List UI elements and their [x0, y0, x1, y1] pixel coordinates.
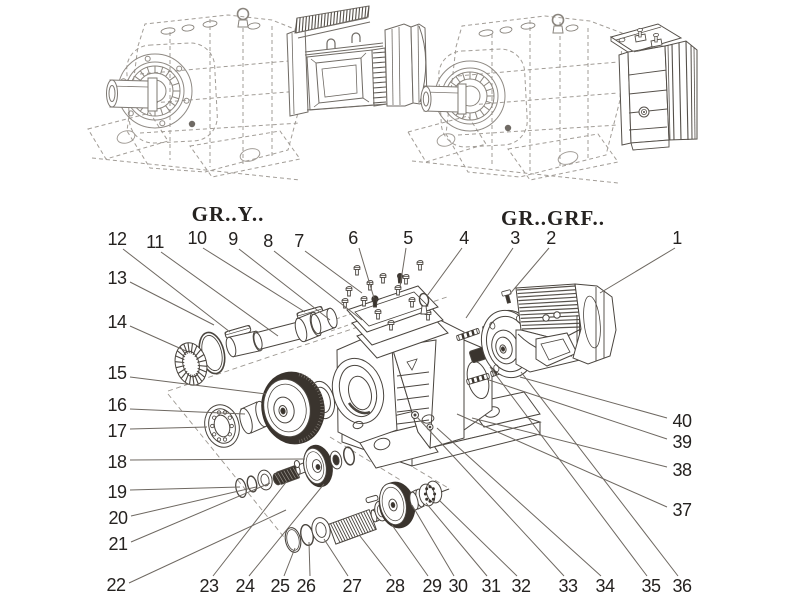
svg-text:19: 19 — [107, 482, 127, 502]
svg-text:8: 8 — [263, 231, 273, 251]
svg-text:21: 21 — [108, 534, 128, 554]
svg-text:GR..Y..: GR..Y.. — [192, 202, 265, 226]
svg-text:37: 37 — [672, 500, 692, 520]
svg-text:28: 28 — [385, 576, 405, 596]
svg-text:2: 2 — [546, 228, 556, 248]
svg-text:7: 7 — [294, 231, 304, 251]
svg-text:14: 14 — [107, 312, 127, 332]
svg-text:17: 17 — [107, 421, 127, 441]
svg-text:34: 34 — [595, 576, 615, 596]
svg-text:36: 36 — [672, 576, 692, 596]
svg-text:31: 31 — [481, 576, 501, 596]
svg-text:12: 12 — [107, 229, 127, 249]
svg-text:1: 1 — [672, 228, 682, 248]
svg-text:29: 29 — [422, 576, 442, 596]
svg-text:26: 26 — [296, 576, 316, 596]
svg-text:24: 24 — [235, 576, 255, 596]
svg-text:20: 20 — [108, 508, 128, 528]
svg-text:GR..GRF..: GR..GRF.. — [501, 206, 605, 230]
svg-text:32: 32 — [511, 576, 531, 596]
svg-text:5: 5 — [403, 228, 413, 248]
svg-text:22: 22 — [106, 575, 126, 595]
svg-text:23: 23 — [199, 576, 219, 596]
svg-text:27: 27 — [342, 576, 362, 596]
svg-text:13: 13 — [107, 268, 127, 288]
svg-text:9: 9 — [228, 229, 238, 249]
svg-text:18: 18 — [107, 452, 127, 472]
svg-text:11: 11 — [146, 232, 164, 252]
svg-text:30: 30 — [448, 576, 468, 596]
svg-text:15: 15 — [107, 363, 127, 383]
svg-text:25: 25 — [270, 576, 290, 596]
svg-text:33: 33 — [558, 576, 578, 596]
svg-text:4: 4 — [459, 228, 469, 248]
svg-text:38: 38 — [672, 460, 692, 480]
svg-text:39: 39 — [672, 432, 692, 452]
svg-text:6: 6 — [348, 228, 358, 248]
svg-text:10: 10 — [187, 228, 207, 248]
svg-text:35: 35 — [641, 576, 661, 596]
svg-text:40: 40 — [672, 411, 692, 431]
svg-text:16: 16 — [107, 395, 127, 415]
svg-text:3: 3 — [510, 228, 520, 248]
